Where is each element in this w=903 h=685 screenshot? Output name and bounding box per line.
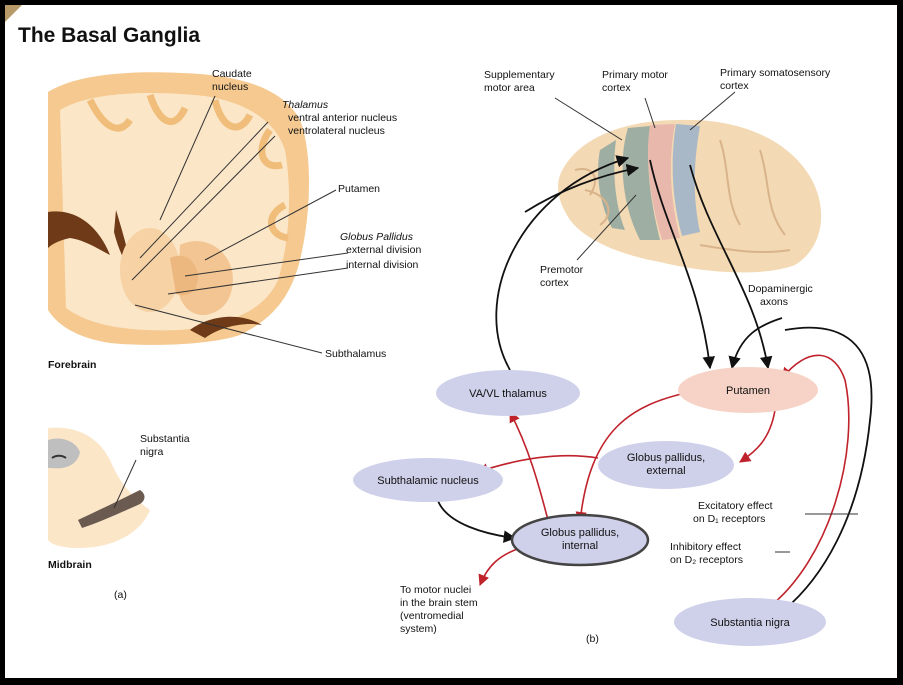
- label-gp-external: external division: [346, 244, 421, 256]
- arrow-subthalamic-to-gpi: [437, 498, 515, 538]
- node-gp-external-label-line2: external: [646, 465, 685, 477]
- label-thalamus-va: ventral anterior nucleus: [288, 112, 397, 124]
- label-primary-motor-line1: Primary motor: [602, 69, 668, 81]
- label-somatosensory-line1: Primary somatosensory: [720, 67, 831, 79]
- label-substantia-nigra-a-line2: nigra: [140, 446, 164, 458]
- label-forebrain: Forebrain: [48, 359, 96, 371]
- arrow-gpi-to-thalamus: [510, 412, 548, 520]
- label-premotor-line1: Premotor: [540, 264, 584, 276]
- label-sma-line1: Supplementary: [484, 69, 555, 81]
- midbrain-section: [48, 428, 150, 548]
- brain-cortex-illustration: [558, 120, 821, 273]
- arrow-gpi-to-brainstem: [480, 548, 520, 585]
- label-inhibitory-line1: Inhibitory effect: [670, 541, 741, 553]
- arrow-nigra-excitatory-path: [784, 328, 872, 610]
- node-putamen-label: Putamen: [726, 385, 770, 397]
- label-gp-internal: internal division: [346, 259, 419, 271]
- label-somatosensory-line2: cortex: [720, 80, 749, 92]
- label-excitatory-line1: Excitatory effect: [698, 500, 773, 512]
- label-motor-nuclei-line1: To motor nuclei: [400, 584, 471, 596]
- node-gp-external-label-line1: Globus pallidus,: [627, 452, 705, 464]
- label-motor-nuclei-line3: (ventromedial: [400, 610, 464, 622]
- node-gp-internal-label-line1: Globus pallidus,: [541, 527, 619, 539]
- label-thalamus-heading: Thalamus: [282, 99, 329, 111]
- panel-b-label: (b): [586, 633, 599, 645]
- label-premotor-line2: cortex: [540, 277, 569, 289]
- corner-ornament: [5, 5, 22, 22]
- label-putamen-a: Putamen: [338, 183, 380, 195]
- node-substantia-nigra-label: Substantia nigra: [710, 617, 790, 629]
- label-excitatory-line2: on D₁ receptors: [693, 513, 765, 525]
- arrow-gpe-to-subthalamic: [478, 456, 598, 472]
- label-motor-nuclei-line4: system): [400, 623, 437, 635]
- label-caudate-line2: nucleus: [212, 81, 248, 93]
- arrow-putamen-to-gpe: [740, 410, 775, 462]
- label-substantia-nigra-a-line1: Substantia: [140, 433, 190, 445]
- page-title: The Basal Ganglia: [18, 24, 200, 47]
- label-thalamus-vl: ventrolateral nucleus: [288, 125, 385, 137]
- label-subthalamus: Subthalamus: [325, 348, 386, 360]
- label-midbrain: Midbrain: [48, 559, 92, 571]
- label-motor-nuclei-line2: in the brain stem: [400, 597, 478, 609]
- label-sma-line2: motor area: [484, 82, 535, 94]
- label-inhibitory-line2: on D₂ receptors: [670, 554, 743, 566]
- label-caudate-line1: Caudate: [212, 68, 252, 80]
- label-primary-motor-line2: cortex: [602, 82, 631, 94]
- label-dopaminergic-line2: axons: [760, 296, 788, 308]
- node-gp-internal-label-line2: internal: [562, 540, 598, 552]
- panel-a-label: (a): [114, 589, 127, 601]
- node-subthalamic-label: Subthalamic nucleus: [377, 475, 479, 487]
- node-va-vl-thalamus-label: VA/VL thalamus: [469, 388, 547, 400]
- label-gp-heading: Globus Pallidus: [340, 231, 414, 243]
- label-dopaminergic-line1: Dopaminergic: [748, 283, 813, 295]
